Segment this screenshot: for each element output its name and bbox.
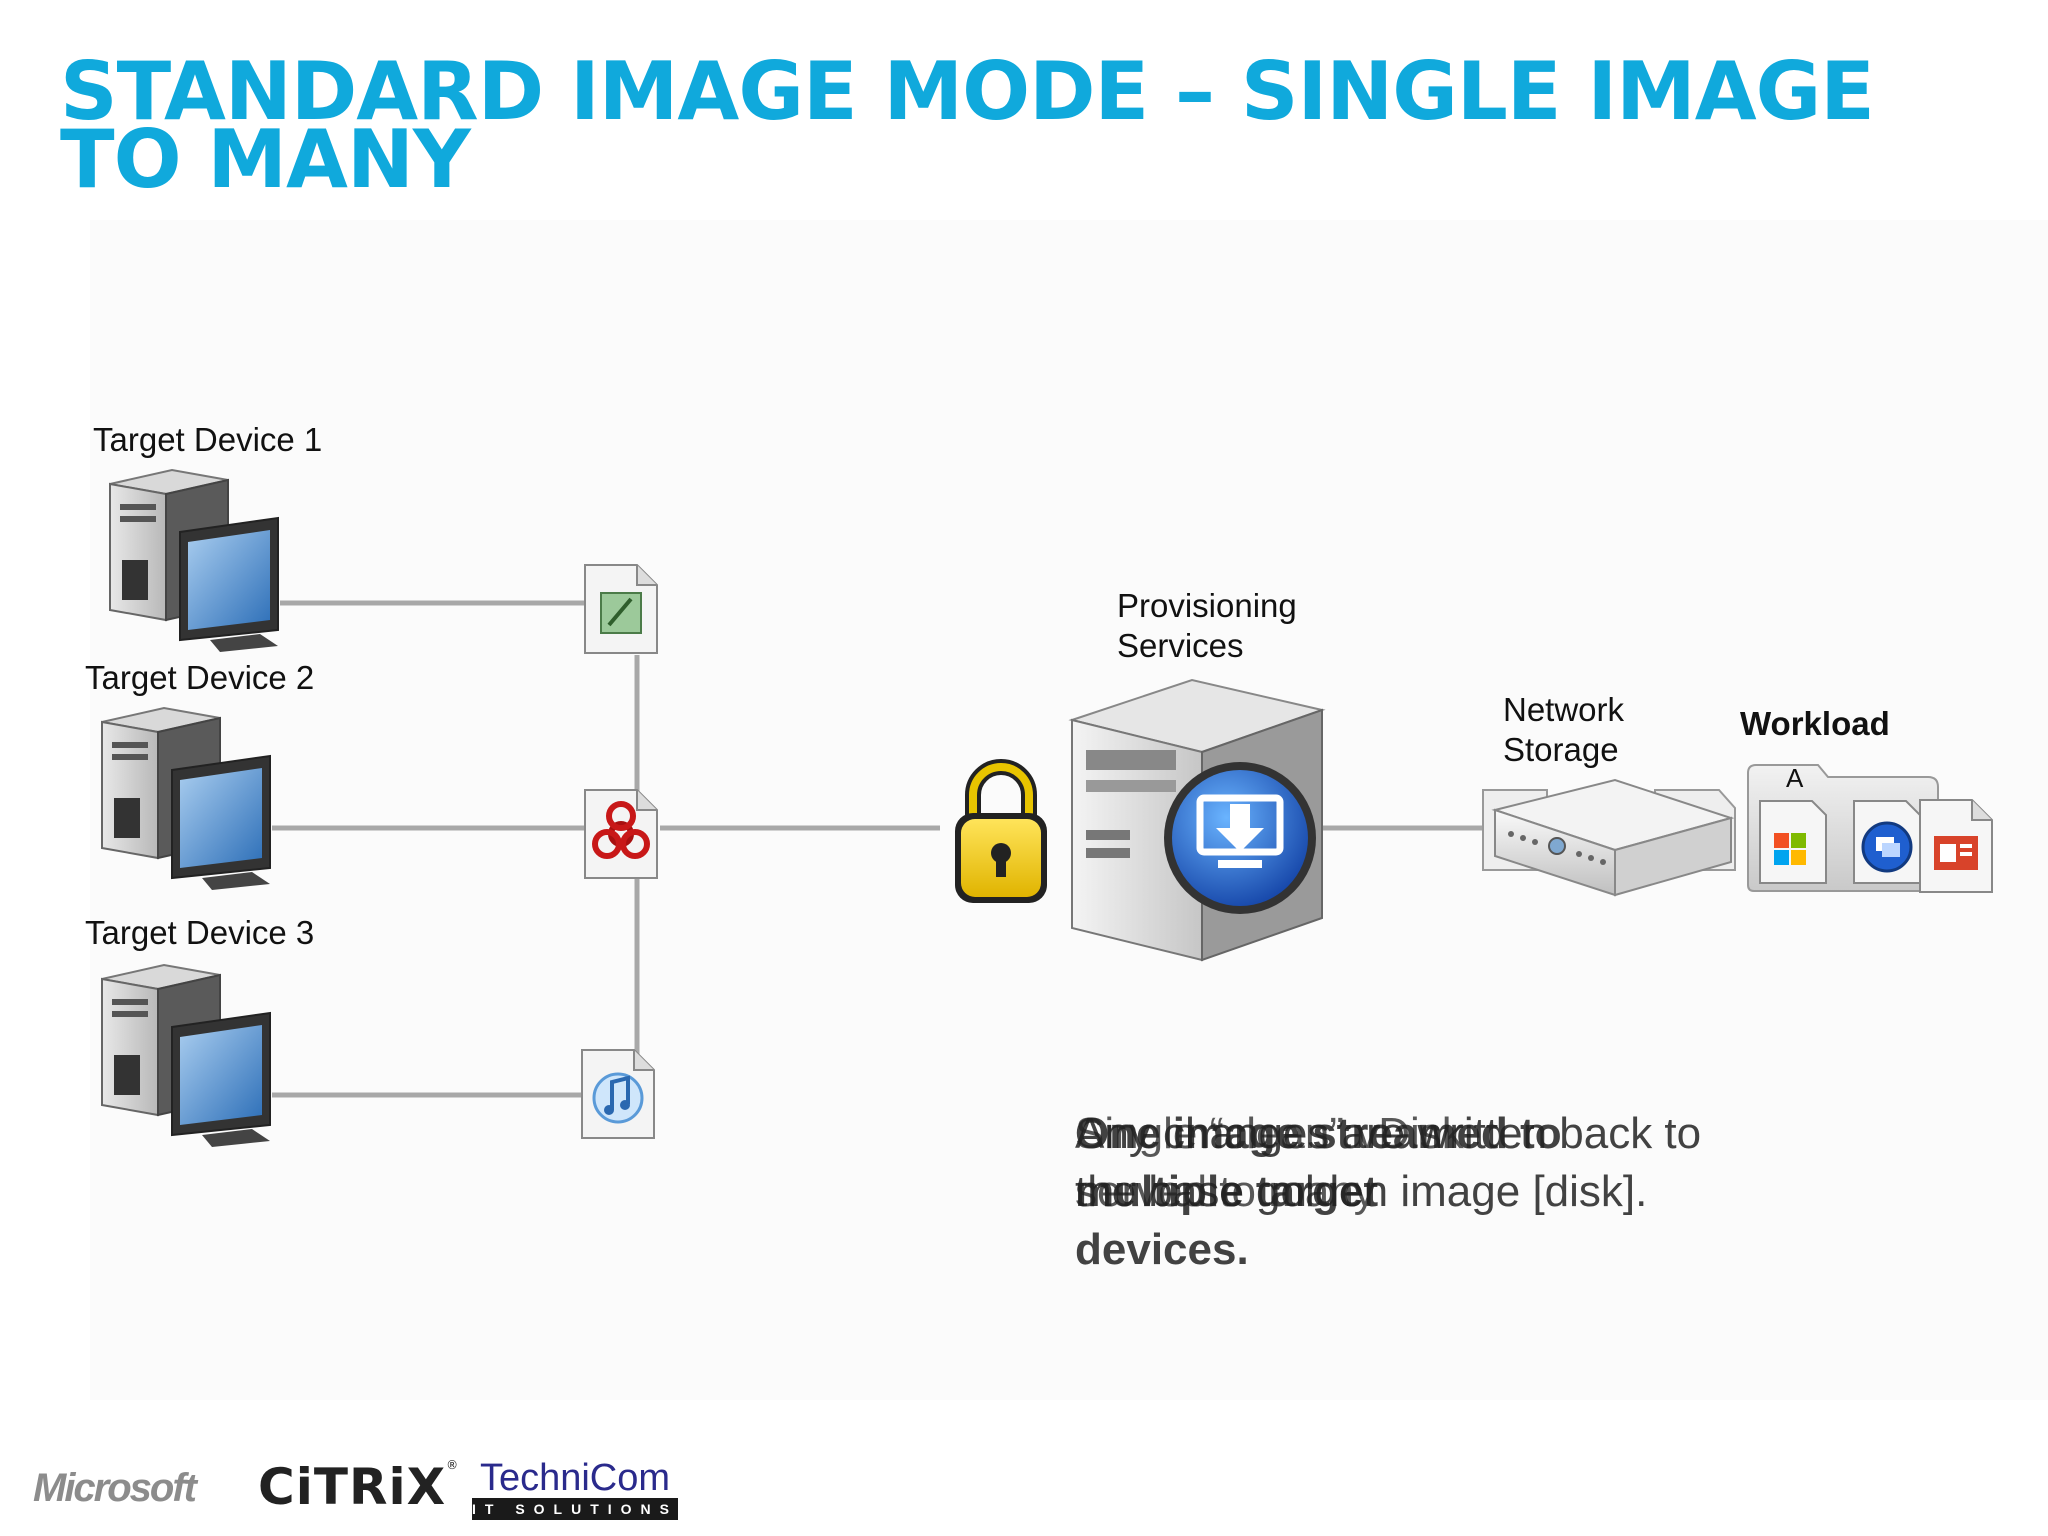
workload-folder-letter: A bbox=[1786, 763, 1804, 793]
biohazard-file-icon bbox=[584, 789, 658, 879]
target-device-1-icon bbox=[109, 468, 279, 652]
microsoft-logo: Microsoft bbox=[33, 1466, 197, 1510]
target-device-3-icon bbox=[101, 963, 271, 1147]
technicom-logo: TechniCom IT SOLUTIONS bbox=[472, 1458, 678, 1520]
target-device-2-label: Target Device 2 bbox=[85, 659, 315, 696]
workload-folder-icon bbox=[1747, 764, 1939, 892]
network-storage-icon bbox=[1482, 778, 1736, 897]
citrix-logo: CiTRiX® bbox=[258, 1458, 460, 1516]
target-device-3-label: Target Device 3 bbox=[85, 914, 315, 951]
network-storage-label: Network Storage bbox=[1503, 691, 1625, 768]
slide-title: STANDARD IMAGE MODE – SINGLE IMAGE TO MA… bbox=[60, 45, 1960, 206]
target-device-2-icon bbox=[101, 706, 271, 890]
document-file-icon bbox=[584, 564, 658, 654]
download-monitor-icon bbox=[1164, 762, 1316, 914]
padlock-icon bbox=[955, 759, 1047, 903]
provisioning-services-label: Provisioning Services bbox=[1117, 587, 1297, 664]
target-device-1-label: Target Device 1 bbox=[93, 421, 323, 458]
title-line-1: STANDARD IMAGE MODE – SINGLE IMAGE bbox=[60, 45, 1875, 138]
title-line-2: TO MANY bbox=[60, 113, 471, 206]
presentation-file-icon bbox=[1919, 799, 1993, 893]
workload-label: Workload bbox=[1740, 705, 1890, 742]
music-file-icon bbox=[581, 1049, 655, 1139]
